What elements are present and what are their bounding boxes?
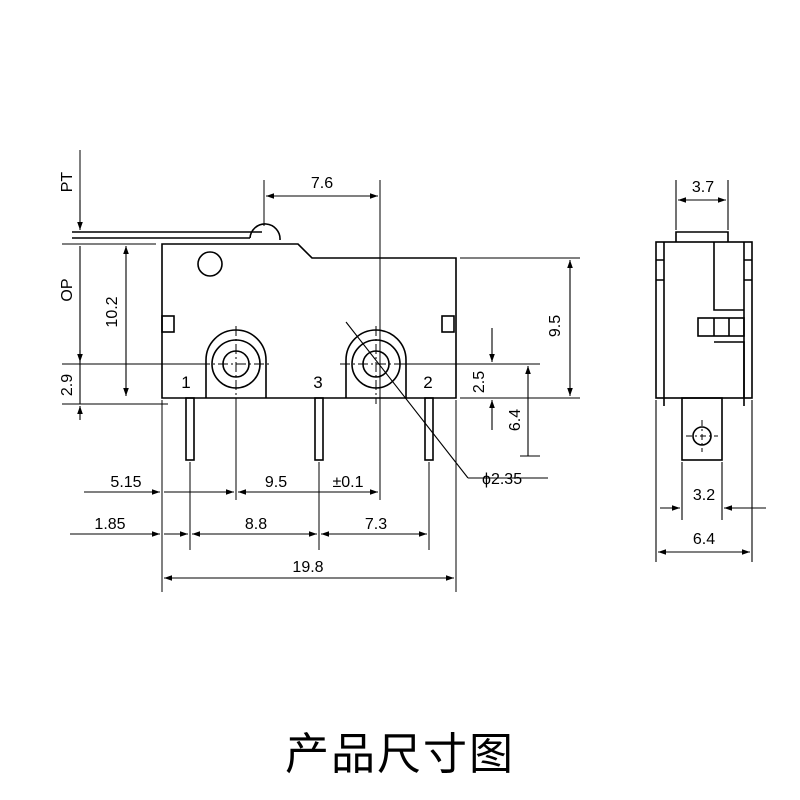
diagram-caption: 产品尺寸图: [285, 729, 515, 780]
housing-notch-right: [441, 315, 455, 333]
side-plunger: [675, 231, 729, 242]
label-7-6: 7.6: [311, 175, 333, 192]
label-5-15: 5.15: [110, 474, 141, 491]
label-7-3: 7.3: [365, 516, 387, 533]
label-1-85: 1.85: [94, 516, 125, 533]
label-pt: PT: [59, 172, 76, 193]
lever-roller: [249, 223, 281, 241]
label-10-2: 10.2: [104, 296, 121, 327]
label-side-3-7: 3.7: [692, 179, 714, 196]
pin-label-2: 2: [423, 373, 432, 392]
label-8-8: 8.8: [245, 516, 267, 533]
front-view-labels: 7.6 PT OP 10.2 2.9 9.5 2.5 6.4 5.15 9.5 …: [59, 172, 564, 576]
terminal-1: [185, 397, 195, 461]
terminal-2: [424, 397, 434, 461]
side-view: [655, 231, 753, 461]
label-9-5-right: 9.5: [547, 315, 564, 337]
dim-phi-leader: [345, 321, 469, 479]
label-2-9: 2.9: [59, 374, 76, 396]
label-19-8: 19.8: [292, 559, 323, 576]
pin-label-1: 1: [181, 373, 190, 392]
label-side-6-4: 6.4: [693, 531, 715, 548]
side-inner-step: [656, 259, 752, 281]
side-body-contour: [713, 242, 745, 398]
side-centerlines: [686, 420, 718, 452]
side-view-labels: 3.7 3.2 6.4: [692, 179, 715, 548]
label-phi: ϕ2.35: [482, 471, 522, 488]
extension-lines: [62, 150, 580, 592]
terminal-3: [314, 397, 324, 461]
mounting-hole-small: [197, 251, 223, 277]
lever-arm: [72, 231, 262, 239]
pin-label-3: 3: [313, 373, 322, 392]
centerlines: [200, 326, 412, 404]
side-housing: [655, 241, 753, 399]
switch-housing: [161, 243, 457, 399]
side-terminal: [681, 397, 723, 461]
label-2-5: 2.5: [471, 371, 488, 393]
label-6-4-right: 6.4: [507, 409, 524, 431]
front-view: [72, 223, 457, 461]
housing-notch-left: [161, 315, 175, 333]
dimension-lines: [70, 193, 573, 581]
label-op: OP: [59, 278, 76, 301]
label-tolerance: ±0.1: [332, 474, 363, 491]
side-slot: [697, 317, 745, 337]
label-side-3-2: 3.2: [693, 487, 715, 504]
label-9-5-bottom: 9.5: [265, 474, 287, 491]
side-dimension-lines: [655, 180, 766, 562]
